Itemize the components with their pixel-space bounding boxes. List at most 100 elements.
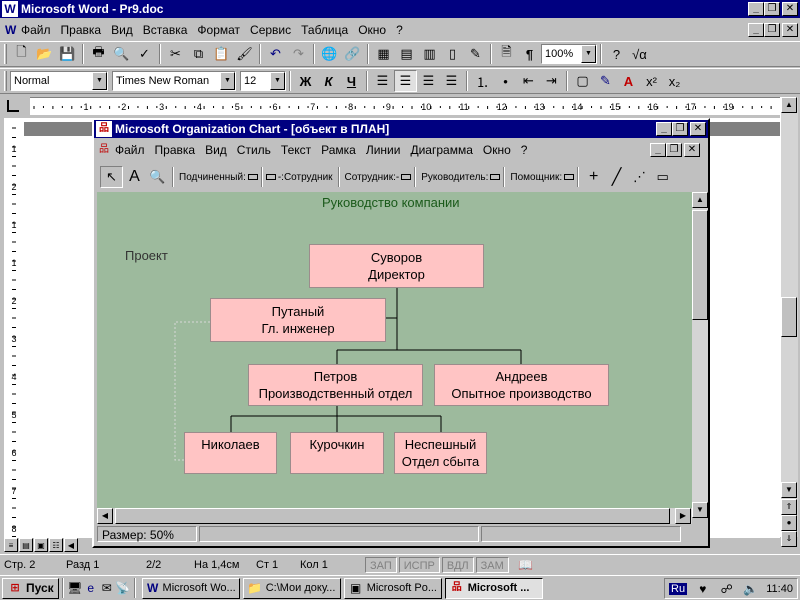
org-menu-box[interactable]: Рамка xyxy=(321,143,356,157)
scroll-thumb[interactable] xyxy=(115,508,670,524)
scroll-thumb[interactable] xyxy=(781,297,797,337)
subscript-icon[interactable]: x₂ xyxy=(668,73,681,89)
outline-view-icon[interactable]: ☷ xyxy=(49,538,63,552)
org-horizontal-scrollbar[interactable]: ◀ ▶ xyxy=(97,508,692,524)
org-chart-app-icon[interactable]: 品 xyxy=(96,121,112,137)
scroll-down-icon[interactable]: ▼ xyxy=(781,482,797,498)
font-combo[interactable]: Times New Roman ▼ xyxy=(112,71,236,91)
tables-borders-icon[interactable]: ▦ xyxy=(377,46,390,61)
org-box-sales[interactable]: Неспешный Отдел сбыта xyxy=(394,432,487,474)
org-menu-text[interactable]: Текст xyxy=(280,143,312,157)
menu-file[interactable]: Файл xyxy=(21,23,51,37)
plus-icon[interactable]: + xyxy=(588,168,599,185)
web-toolbar-icon[interactable]: 🌐 xyxy=(321,46,338,61)
copy-icon[interactable]: ⧉ xyxy=(193,46,204,61)
org-doc-icon[interactable]: 品 xyxy=(99,144,109,155)
decrease-indent-icon[interactable]: ⇤ xyxy=(523,73,534,88)
columns-icon[interactable]: ▯ xyxy=(448,46,457,61)
scroll-down-icon[interactable]: ▼ xyxy=(692,502,708,518)
align-right-icon[interactable]: ☰ xyxy=(422,73,435,88)
task-button-powerpoint[interactable]: ▣ Microsoft Po... xyxy=(343,577,442,599)
internet-explorer-icon[interactable]: e xyxy=(87,581,95,595)
menu-table[interactable]: Таблица xyxy=(301,23,349,37)
org-menu-file[interactable]: Файл xyxy=(115,143,145,157)
print-layout-icon[interactable]: ▣ xyxy=(34,538,48,552)
toolbar-grip[interactable] xyxy=(4,71,7,91)
task-button-folder[interactable]: 📁 C:\Мои доку... xyxy=(242,577,341,599)
toolbar-grip[interactable] xyxy=(4,44,7,64)
org-maximize-button[interactable]: ❐ xyxy=(672,122,688,136)
org-chart-canvas[interactable]: Руководство компании Проект Суворов Дире… xyxy=(97,192,692,518)
chevron-down-icon[interactable]: ▼ xyxy=(270,72,285,90)
scroll-thumb[interactable] xyxy=(692,210,708,320)
equation-icon[interactable]: √α xyxy=(632,46,647,62)
justify-icon[interactable]: ☰ xyxy=(445,73,458,88)
scroll-up-icon[interactable]: ▲ xyxy=(692,192,708,208)
drawing-icon[interactable]: ✎ xyxy=(470,46,481,61)
org-doc-close-button[interactable]: ✕ xyxy=(684,143,700,157)
previous-page-icon[interactable]: ⇑ xyxy=(781,499,797,515)
word-vertical-scrollbar[interactable]: ▲ ▼ ⇑ ● ⇓ xyxy=(780,97,798,547)
org-menu-help[interactable]: ? xyxy=(520,143,528,157)
menu-format[interactable]: Формат xyxy=(197,23,241,37)
org-doc-restore-button[interactable]: ❐ xyxy=(666,143,682,157)
spelling-status-icon[interactable]: 📖 xyxy=(518,557,534,572)
next-page-icon[interactable]: ⇓ xyxy=(781,531,797,547)
chevron-down-icon[interactable]: ▼ xyxy=(92,72,107,90)
menu-window[interactable]: Окно xyxy=(358,23,387,37)
scroll-right-icon[interactable]: ▶ xyxy=(675,508,691,524)
open-folder-icon[interactable]: 📂 xyxy=(36,46,53,61)
tab-selector[interactable] xyxy=(4,97,24,115)
format-painter-icon[interactable]: 🖌 xyxy=(236,46,253,61)
chevron-down-icon[interactable]: ▼ xyxy=(220,72,235,90)
status-track[interactable]: ИСПР xyxy=(398,556,440,573)
org-close-button[interactable]: ✕ xyxy=(690,122,706,136)
clock[interactable]: 11:40 xyxy=(766,582,793,595)
word-app-icon[interactable]: W xyxy=(2,1,18,17)
highlight-icon[interactable]: ✎ xyxy=(600,73,611,88)
underline-button[interactable]: Ч xyxy=(346,73,357,89)
menu-tools[interactable]: Сервис xyxy=(250,23,292,37)
font-size-combo[interactable]: 12 ▼ xyxy=(240,71,286,91)
language-indicator[interactable]: Ru xyxy=(669,582,688,595)
style-combo[interactable]: Normal ▼ xyxy=(10,71,108,91)
org-box-production[interactable]: Петров Производственный отдел xyxy=(248,364,423,406)
hyperlink-icon[interactable]: 🔗 xyxy=(344,46,361,61)
start-button[interactable]: ⊞ Пуск xyxy=(2,577,59,599)
org-chart-window[interactable]: 品 Microsoft Organization Chart - [объект… xyxy=(92,118,710,548)
show-hide-icon[interactable]: ¶ xyxy=(525,46,534,62)
font-color-icon[interactable]: A xyxy=(623,73,634,89)
assistant-tool[interactable]: Помощник: xyxy=(510,171,563,183)
org-minimize-button[interactable]: _ xyxy=(656,122,672,136)
org-menu-lines[interactable]: Линии xyxy=(365,143,401,157)
text-tool-icon[interactable]: A xyxy=(129,168,140,185)
web-view-icon[interactable]: ▤ xyxy=(19,538,33,552)
minimize-button[interactable]: _ xyxy=(748,2,764,16)
paste-icon[interactable]: 📋 xyxy=(213,46,230,61)
normal-view-icon[interactable]: ≡ xyxy=(4,538,18,552)
menu-insert[interactable]: Вставка xyxy=(142,23,188,37)
org-menu-edit[interactable]: Правка xyxy=(154,143,196,157)
org-box-nikolaev[interactable]: Николаев xyxy=(184,432,277,474)
italic-button[interactable]: К xyxy=(324,73,333,89)
print-preview-icon[interactable]: 🔍 xyxy=(113,46,130,61)
print-icon[interactable]: 🖶 xyxy=(92,44,105,59)
tray-app-icon[interactable]: ♥ xyxy=(699,581,707,596)
doc-restore-button[interactable]: ❐ xyxy=(764,23,780,37)
undo-icon[interactable]: ↶ xyxy=(270,46,281,61)
doc-close-button[interactable]: ✕ xyxy=(782,23,798,37)
line-tool-icon[interactable]: ╱ xyxy=(611,169,622,186)
coworker-left-tool[interactable]: -:Сотрудник xyxy=(277,171,333,183)
save-icon[interactable]: 💾 xyxy=(59,46,76,61)
org-vertical-scrollbar[interactable]: ▲ ▼ xyxy=(692,192,708,518)
doc-minimize-button[interactable]: _ xyxy=(748,23,764,37)
org-menu-style[interactable]: Стиль xyxy=(236,143,271,157)
scroll-up-icon[interactable]: ▲ xyxy=(781,97,797,113)
bullets-icon[interactable]: • xyxy=(503,73,508,89)
document-map-icon[interactable]: 🗎 xyxy=(501,44,512,59)
org-title-bar[interactable]: 品 Microsoft Organization Chart - [объект… xyxy=(94,120,708,138)
org-box-kurochkin[interactable]: Курочкин xyxy=(290,432,384,474)
org-box-chief-engineer[interactable]: Путаный Гл. инженер xyxy=(210,298,386,342)
